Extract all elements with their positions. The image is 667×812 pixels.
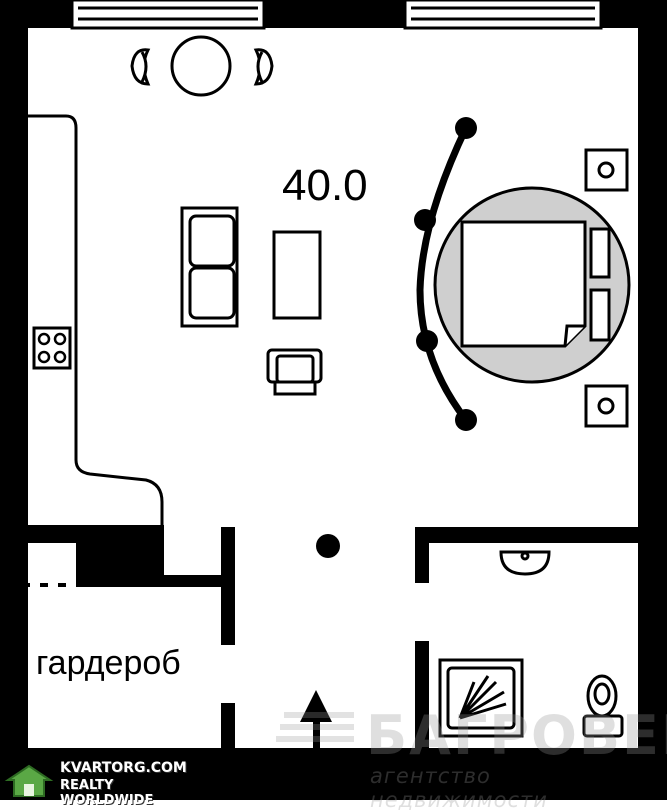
shower-icon (438, 658, 524, 738)
sink-icon (499, 550, 551, 576)
bed-icon (433, 186, 631, 384)
column-icon (316, 534, 340, 558)
toilet-icon (582, 674, 624, 738)
badge-tagline: REALTY WORLDWIDE (60, 778, 154, 808)
armchair-icon (266, 348, 323, 396)
sofa-icon (180, 206, 239, 328)
stove-icon (32, 326, 72, 370)
wardrobe-label: гардероб (36, 644, 181, 682)
coffee-table (272, 230, 322, 320)
window-left (70, 0, 266, 30)
watermark-name: БАГРОВЕЦ (366, 704, 667, 767)
kvartorg-badge[interactable]: KVARTORG.COM REALTY WORLDWIDE (0, 758, 187, 808)
house-logo-icon (4, 764, 54, 797)
curtain-partition (414, 117, 477, 431)
watermark-subtitle: агентство недвижимости (370, 764, 548, 812)
watermark-logo-icon (276, 712, 354, 742)
dining-table-icon (130, 35, 274, 97)
nightstand-bottom (584, 384, 629, 428)
nightstand-top (584, 148, 629, 192)
area-label: 40.0 (282, 161, 368, 210)
entrance-arrow-icon (300, 690, 332, 754)
window-right (403, 0, 603, 30)
kitchen-counter (28, 114, 164, 528)
badge-site-name: KVARTORG.COM (60, 760, 187, 776)
